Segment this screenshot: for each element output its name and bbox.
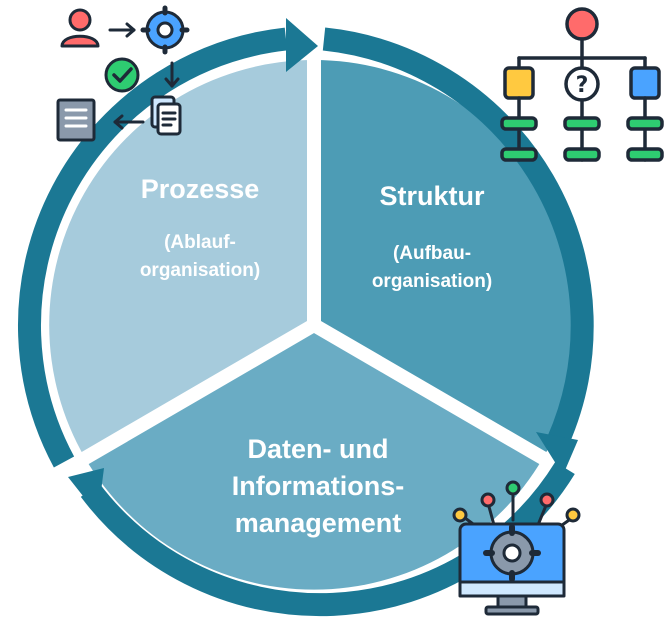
arrow-arc-struktur	[322, 27, 594, 446]
label-daten-2: Informations-	[232, 471, 405, 501]
arrow-head-daten	[68, 468, 104, 515]
segment-daten	[85, 325, 543, 590]
org-chart-icon: ?	[500, 7, 664, 162]
svg-text:?: ?	[576, 73, 589, 98]
label-struktur-sub-2: organisation)	[372, 271, 492, 292]
label-daten-3: management	[235, 508, 402, 538]
process-flow-icon	[56, 5, 190, 142]
arrow-head-prozesse	[286, 18, 318, 72]
label-daten-1: Daten- und	[248, 434, 389, 464]
arrow-head-struktur	[536, 432, 578, 475]
label-struktur-title: Struktur	[379, 181, 485, 211]
segment-dividers	[64, 40, 564, 475]
label-prozesse-sub-1: (Ablauf-	[164, 232, 236, 253]
arrow-arc-prozesse	[17, 27, 288, 468]
label-struktur-sub-1: (Aufbau-	[393, 243, 471, 264]
label-prozesse-title: Prozesse	[141, 174, 260, 204]
data-management-monitor-icon	[452, 480, 581, 616]
label-prozesse-sub-2: organisation)	[140, 260, 260, 281]
